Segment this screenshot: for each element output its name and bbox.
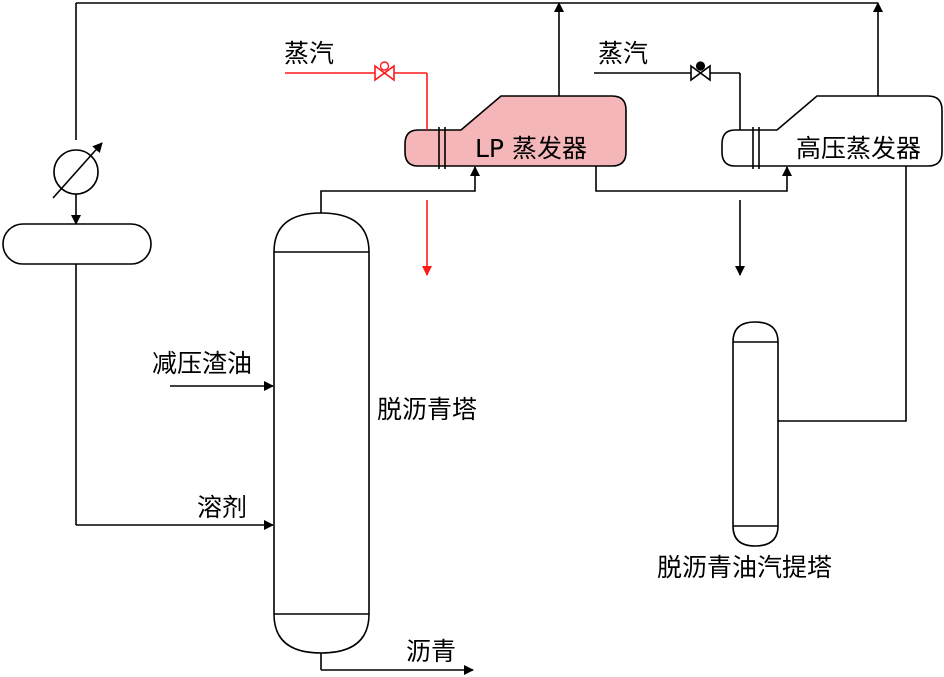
lp-evaporator: [404, 95, 627, 169]
heat-exchanger-icon: [52, 142, 103, 199]
hp-bottoms-line: [779, 166, 907, 421]
dao-stripper: [732, 321, 779, 547]
hp-evaporator: [721, 95, 943, 169]
steam-label-1: 蒸汽: [284, 39, 334, 68]
deasphalting-tower-label: 脱沥青塔: [377, 395, 477, 424]
solvent-drum: [2, 223, 152, 265]
vacuum-residue-label: 减压渣油: [152, 349, 252, 378]
valve-icon: [690, 61, 711, 82]
hp-evaporator-label: 高压蒸发器: [796, 134, 921, 163]
deasphalting-tower: [273, 212, 370, 654]
lp-bottoms-line: [595, 166, 792, 192]
valve-icon: [374, 61, 395, 82]
lp-steam-line: [285, 72, 432, 276]
steam-label-2: 蒸汽: [598, 39, 648, 68]
dao-stripper-label: 脱沥青油汽提塔: [657, 553, 832, 582]
asphalt-line: [320, 653, 474, 675]
top-solvent-header: [75, 2, 878, 140]
solvent-label: 溶剂: [197, 493, 247, 522]
hp-steam-line: [594, 72, 745, 276]
tower-overhead-line: [320, 166, 480, 213]
solvent-line: [75, 264, 274, 530]
lp-evaporator-label: LP 蒸发器: [475, 134, 587, 163]
asphalt-label: 沥青: [406, 637, 456, 666]
